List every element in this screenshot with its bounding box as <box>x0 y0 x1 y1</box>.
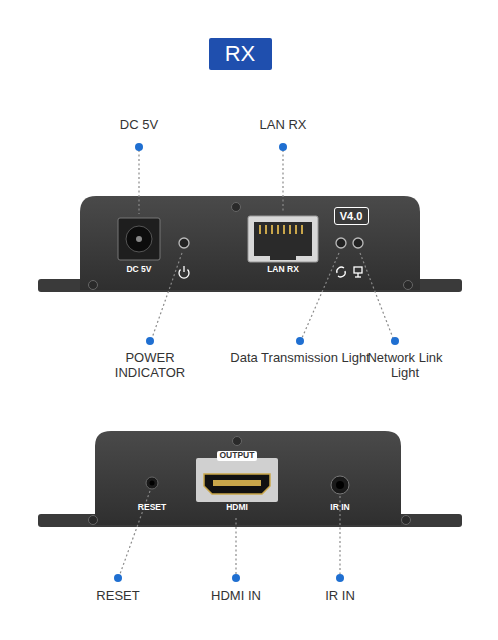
port-label: LAN RX <box>243 118 323 133</box>
port-label: HDMI IN <box>196 589 276 604</box>
indicator-label: Network Link Light <box>364 351 446 381</box>
port-label: DC 5V <box>99 118 179 133</box>
indicator-label: Data Transmission Light <box>230 351 370 366</box>
panel-print: RESET <box>130 503 174 513</box>
panel-print: DC 5V <box>119 265 159 275</box>
panel-print: OUTPUT <box>217 451 258 461</box>
version-box: V4.0 <box>334 207 369 225</box>
node-text: V4.0 <box>340 210 363 222</box>
node-text: RX <box>225 41 256 67</box>
port-label: RESET <box>83 589 153 604</box>
panel-print: LAN RX <box>258 265 308 275</box>
port-label: IR IN <box>305 589 375 604</box>
indicator-label: POWER INDICATOR <box>104 351 196 381</box>
title-badge: RX <box>209 38 272 70</box>
panel-print: HDMI <box>217 503 257 513</box>
panel-print: IR IN <box>320 503 360 513</box>
